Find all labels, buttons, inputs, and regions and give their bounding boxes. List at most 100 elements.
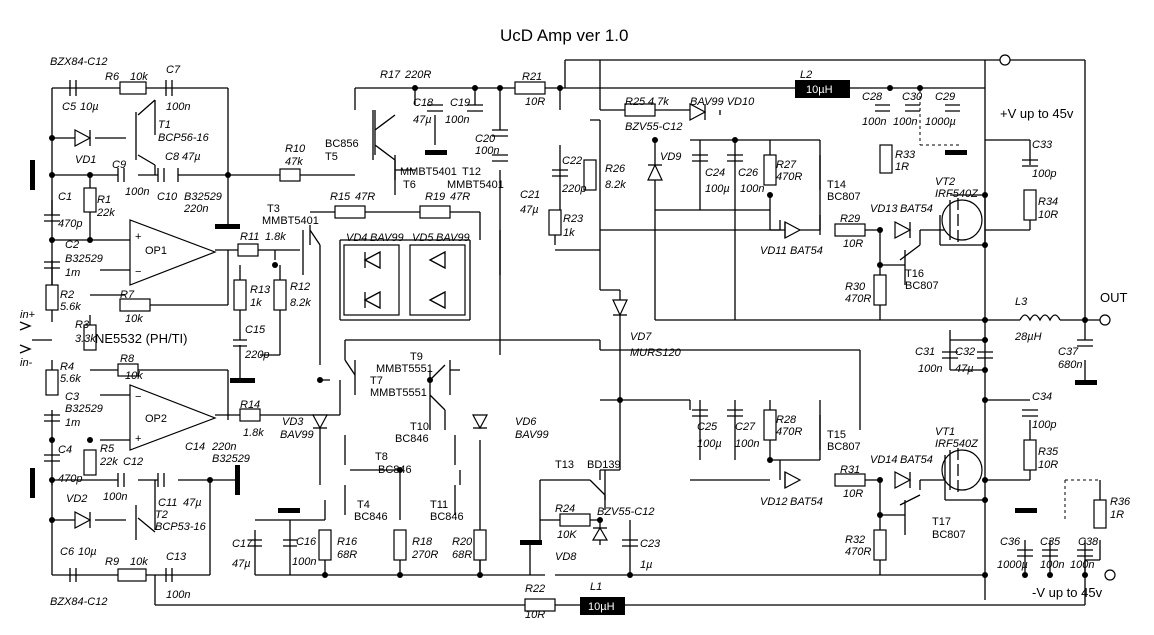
label-r28v: 470R [776,426,802,438]
label-r21: R21 [522,71,542,83]
label-c12: C12 [123,456,143,468]
label-r6: R6 [105,71,120,83]
label-t16p: BC807 [905,280,939,292]
label-r21v: 10R [525,96,545,108]
label-op2: OP2 [145,413,167,425]
label-c2v2: 1m [65,267,80,279]
op2-plus: + [135,433,141,445]
label-r22: R22 [525,583,545,595]
label-r17v: 220R [404,69,431,81]
inductor-l1 [580,597,625,615]
label-c22: C22 [562,155,582,167]
label-c21v: 47µ [520,204,539,216]
resistor-r11 [237,243,259,257]
mosfet-vt2 [941,199,983,241]
resistor-r25 [624,103,656,117]
label-t3p: MMBT5401 [262,215,319,227]
label-t10: T10 [410,421,429,433]
label-vt1: VT1 [935,426,955,438]
label-vd4: VD4 [346,232,367,244]
label-vd6: VD6 [515,416,537,428]
label-t17: T17 [932,516,951,528]
resistor-r9 [117,568,147,582]
label-r24v: 10K [557,529,577,541]
label-r25v: 4.7k [648,96,669,108]
resistor-r6 [119,81,147,95]
label-r34v: 10R [1038,209,1058,221]
resistor-r26 [583,159,597,191]
label-c8: C8 [165,151,180,163]
label-r36: R36 [1110,496,1131,508]
label-vd9: VD9 [660,151,681,163]
label-r18: R18 [412,536,433,548]
terminal-vminus [1104,569,1116,581]
label-r15: R15 [330,191,351,203]
label-t6p: MMBT5401 [400,166,457,178]
label-r20v: 68R [452,549,472,561]
diode-vd2 [74,511,92,529]
label-c30: C30 [902,91,923,103]
diode-vd14 [894,471,912,489]
label-r13v: 1k [250,297,262,309]
label-c11v: 47µ [183,497,202,509]
label-r10v: 47k [285,156,303,168]
label-c7v: 100n [166,101,190,113]
label-vd12: VD12 [760,496,788,508]
resistor-r36 [1093,499,1107,529]
label-r32v: 470R [845,546,871,558]
label-c3: C3 [65,391,80,403]
label-t15p: BC807 [827,441,861,453]
diode-vd7 [612,299,628,317]
opamp-op1 [129,219,217,286]
label-t7p: MMBT5551 [370,387,427,399]
resistor-r31 [834,473,866,487]
diode-pack-vd4 [343,244,400,316]
resistor-r8 [117,363,139,377]
label-bzv55-top: BZV55-C12 [625,121,682,133]
label-r15v: 47R [355,191,375,203]
label-bat54-14: BAT54 [900,454,933,466]
label-c8v: 47µ [182,151,201,163]
label-vd2: VD2 [66,493,87,505]
label-c29v: 1000µ [925,116,956,128]
label-c11: C11 [158,497,177,509]
label-r27: R27 [776,159,797,171]
label-c34v: 100p [1032,419,1056,431]
diagram-title: UcD Amp ver 1.0 [500,26,629,45]
resistor-r33 [879,144,893,174]
label-t9p: MMBT5551 [376,363,433,375]
label-r2: R2 [60,289,74,301]
label-r30v: 470R [845,293,871,305]
l1-value: 10µH [588,601,615,613]
label-c22v: 220p [561,183,586,195]
label-c1: C1 [58,191,72,203]
label-vt2: VT2 [935,176,955,188]
label-t8p: BC846 [378,464,412,476]
diode-vd8 [591,526,609,541]
label-r31: R31 [840,464,860,476]
resistor-r4 [45,369,59,396]
label-r8v: 10k [125,370,143,382]
label-c10: C10 [157,191,178,203]
label-c14: C14 [185,441,205,453]
label-c31: C31 [915,346,935,358]
label-c23v: 1µ [640,559,652,571]
resistor-r24 [559,513,591,527]
label-c4v: 470p [58,473,82,485]
label-r19v: 47R [450,191,470,203]
terminals [19,54,1116,581]
label-c16: C16 [296,536,317,548]
diode-vd9 [647,163,663,181]
label-c13: C13 [166,551,187,563]
label-t11: T11 [430,499,448,511]
label-r3: R3 [75,319,90,331]
label-c19v: 100n [445,114,469,126]
resistor-r3 [83,324,97,351]
label-t15: T15 [827,429,846,441]
label-r29v: 10R [843,238,863,250]
label-bd139: BD139 [587,459,621,471]
capacitors [44,80,1093,582]
diode-vd3 [311,414,329,430]
